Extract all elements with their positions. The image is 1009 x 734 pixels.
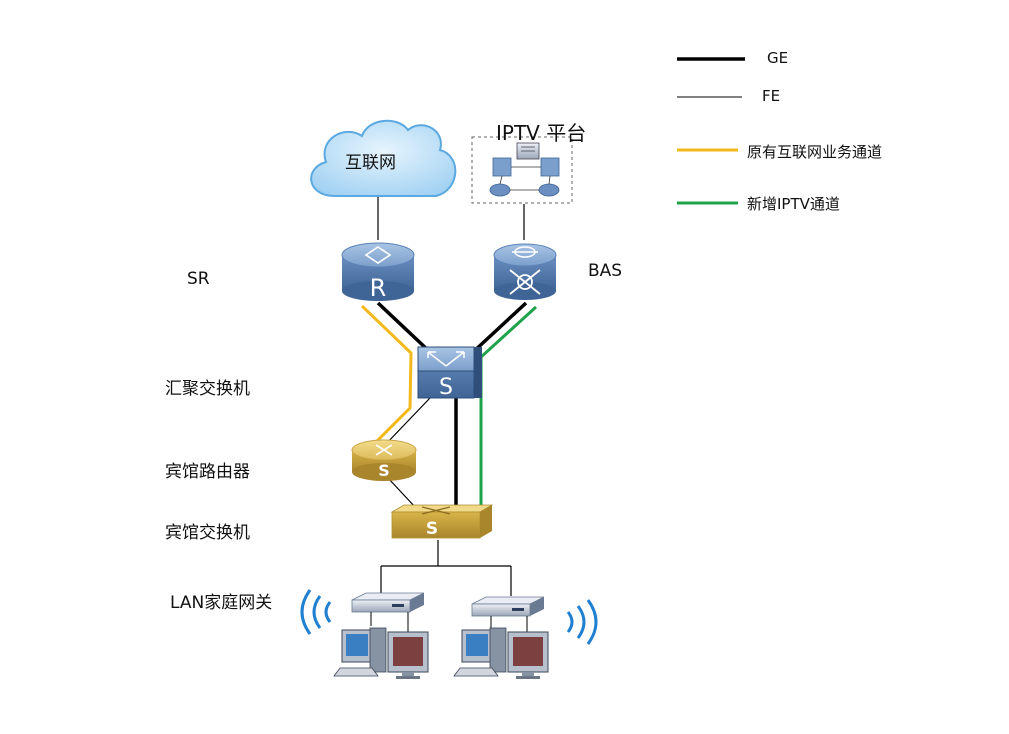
hotel-switch-icon: S xyxy=(390,504,494,539)
legend-label-fe: FE xyxy=(762,87,781,105)
gateway-icon xyxy=(351,592,425,613)
bas-label: BAS xyxy=(588,261,623,281)
bas-router-icon xyxy=(493,243,557,300)
path-internet-channel xyxy=(360,304,413,448)
monitor-icon xyxy=(387,631,429,679)
wifi-signal-icon xyxy=(300,589,332,635)
sr-label: SR xyxy=(187,269,210,289)
pc-icon xyxy=(333,627,387,677)
monitor-icon xyxy=(507,631,549,679)
iptv-platform-label: IPTV 平台 xyxy=(496,121,587,145)
hotel-router-glyph: S xyxy=(378,461,390,480)
gateway-icon xyxy=(471,596,545,617)
link-agg-hotelrouter-fe xyxy=(383,397,431,447)
aggregation-switch-icon: S xyxy=(417,346,482,400)
wifi-signal-icon xyxy=(566,599,598,645)
lan-gateway-label: LAN家庭网关 xyxy=(170,593,273,613)
sr-router-icon: R xyxy=(341,242,415,302)
hotel-router-label: 宾馆路由器 xyxy=(165,462,250,482)
sr-glyph: R xyxy=(370,274,387,302)
server-cluster-icon xyxy=(471,136,573,204)
cloud-icon xyxy=(310,119,457,197)
link-bas-agg-ge xyxy=(470,301,528,355)
aggregation-switch-label: 汇聚交换机 xyxy=(165,379,250,399)
hotel-router-icon: S xyxy=(351,439,417,481)
link-hotelrouter-hotelswitch-fe xyxy=(387,477,417,509)
lan-gateway-left xyxy=(300,589,429,679)
agg-switch-glyph: S xyxy=(439,375,453,400)
legend-label-iptv: 新增IPTV通道 xyxy=(747,195,840,213)
lan-gateway-right xyxy=(453,596,598,679)
internet-label: 互联网 xyxy=(345,153,396,173)
legend-label-ge: GE xyxy=(767,49,789,67)
link-sr-agg-ge xyxy=(376,301,432,354)
hotel-switch-glyph: S xyxy=(426,519,438,539)
legend xyxy=(677,57,745,205)
legend-label-internet: 原有互联网业务通道 xyxy=(747,143,883,161)
pc-icon xyxy=(453,627,507,677)
hotel-switch-label: 宾馆交换机 xyxy=(165,523,250,543)
